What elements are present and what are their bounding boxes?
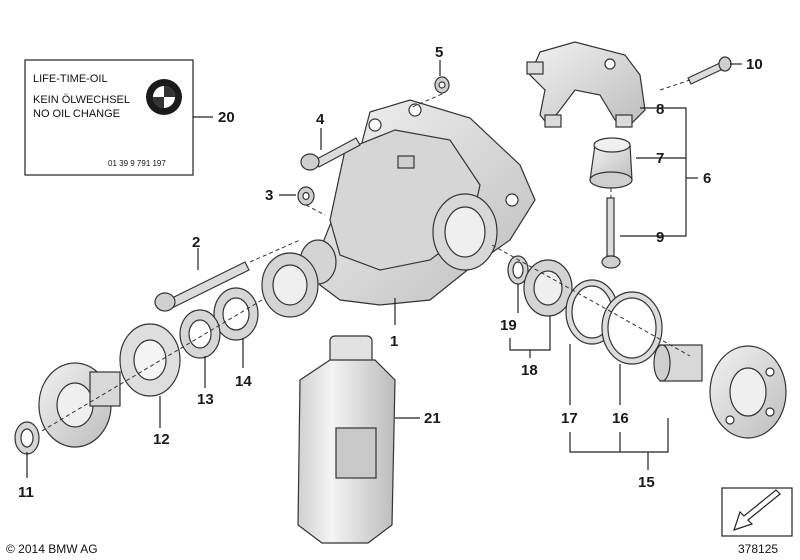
callout-8: 8 [656, 101, 664, 118]
ring-19 [507, 255, 529, 285]
label-line-1: LIFE-TIME-OIL [33, 73, 108, 85]
callout-numbers: 1 2 3 4 5 6 7 8 9 10 11 12 13 14 15 16 1… [18, 44, 763, 501]
oil-bottle [297, 335, 396, 544]
self-locking-nut [434, 76, 450, 94]
arrow-icon [733, 489, 781, 531]
assembly-lines [39, 79, 691, 433]
rear-bracket [526, 41, 646, 128]
gasket-16 [601, 291, 663, 365]
callout-6: 6 [703, 170, 711, 187]
mounting-bolt [300, 137, 361, 171]
callout-3: 3 [265, 187, 273, 204]
callout-9: 9 [656, 229, 664, 246]
bmw-logo-icon [146, 79, 182, 115]
seal-14 [213, 287, 259, 341]
hex-nut [297, 186, 315, 206]
callout-4: 4 [316, 111, 325, 128]
label-part-number: 01 39 9 791 197 [108, 159, 166, 168]
label-line-3: NO OIL CHANGE [33, 108, 120, 120]
callout-19: 19 [500, 317, 517, 334]
callout-5: 5 [435, 44, 443, 61]
callout-7: 7 [656, 150, 664, 167]
callout-11: 11 [18, 484, 34, 501]
callout-2: 2 [192, 234, 200, 251]
output-flange-right [653, 344, 787, 439]
callout-10: 10 [746, 56, 763, 73]
callout-17: 17 [561, 410, 578, 427]
callout-12: 12 [153, 431, 170, 448]
label-line-2: KEIN ÖLWECHSEL [33, 94, 130, 106]
diagram-number: 378125 [738, 542, 778, 556]
bracket-bolt [687, 56, 732, 85]
cover-12 [119, 323, 181, 397]
arrow-box [721, 487, 793, 537]
differential-housing [299, 99, 536, 306]
callout-15: 15 [638, 474, 655, 491]
mount-bolt [601, 197, 621, 269]
callout-16: 16 [612, 410, 629, 427]
callout-20: 20 [218, 109, 235, 126]
shaft-seal-left [261, 252, 319, 318]
callout-21: 21 [424, 410, 441, 427]
ring-13 [179, 309, 221, 359]
rubber-mount [589, 137, 633, 189]
callout-13: 13 [197, 391, 214, 408]
long-bolt [154, 261, 250, 312]
copyright-text: © 2014 BMW AG [6, 542, 98, 556]
output-flange-left [38, 362, 121, 448]
leader-lines [26, 60, 742, 478]
callout-18: 18 [521, 362, 538, 379]
callout-1: 1 [390, 333, 398, 350]
callout-14: 14 [235, 373, 252, 390]
circlip-11 [14, 421, 40, 455]
seal-18 [523, 259, 573, 317]
oil-label-card: LIFE-TIME-OIL KEIN ÖLWECHSEL NO OIL CHAN… [24, 59, 194, 176]
